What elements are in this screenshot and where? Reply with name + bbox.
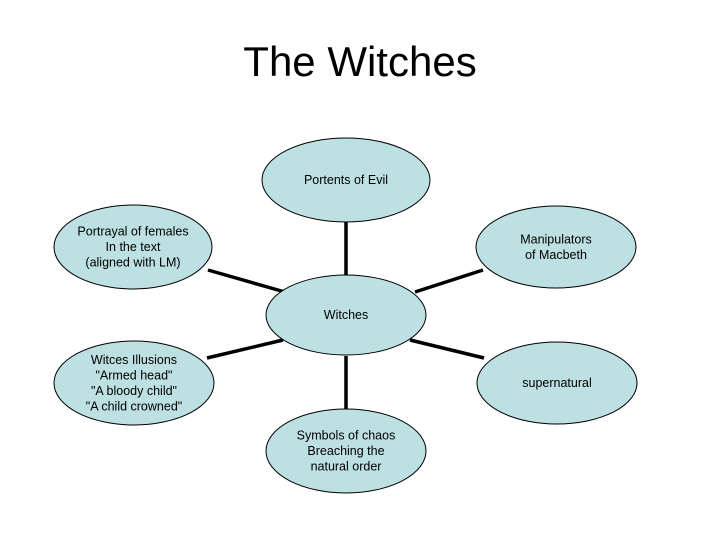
connector-bottom-left <box>206 338 284 360</box>
node-center: Witches <box>265 274 427 356</box>
node-label-line: Breaching the <box>307 444 384 458</box>
node-ellipse <box>53 340 215 426</box>
node-ellipse <box>265 274 427 356</box>
node-label-line: (aligned with LM) <box>85 256 180 270</box>
node-top-right: Manipulators of Macbeth <box>475 205 637 289</box>
node-label-line: of Macbeth <box>525 248 587 262</box>
node-ellipse <box>261 137 431 223</box>
node-label-line: "A child crowned" <box>86 399 182 413</box>
node-ellipse <box>265 408 427 494</box>
node-ellipse <box>475 205 637 289</box>
node-label-line: Witces Illusions <box>91 353 177 367</box>
node-ellipse <box>476 341 638 425</box>
node-top: Portents of Evil <box>261 137 431 223</box>
node-label-line: Portents of Evil <box>304 173 388 187</box>
node-label-line: "Armed head" <box>96 368 173 382</box>
connectors <box>206 222 485 410</box>
node-label-line: Portrayal of females <box>77 225 188 239</box>
node-label-line: In the text <box>106 240 161 254</box>
connector-bottom-right <box>409 338 485 360</box>
node-label-line: Symbols of chaos <box>297 429 396 443</box>
node-label-line: Manipulators <box>520 232 592 246</box>
diagram-title: The Witches <box>243 38 477 85</box>
node-label-line: supernatural <box>522 376 592 390</box>
node-ellipse <box>53 204 213 290</box>
node-label-line: "A bloody child" <box>91 384 177 398</box>
node-label-line: Witches <box>324 308 368 322</box>
node-label-line: natural order <box>311 460 382 474</box>
node-bottom-right: supernatural <box>476 341 638 425</box>
connector-top-left <box>207 268 286 294</box>
node-bottom-left: Witces Illusions"Armed head" "A bloody ch… <box>53 340 215 426</box>
connector-top-right <box>414 268 484 294</box>
